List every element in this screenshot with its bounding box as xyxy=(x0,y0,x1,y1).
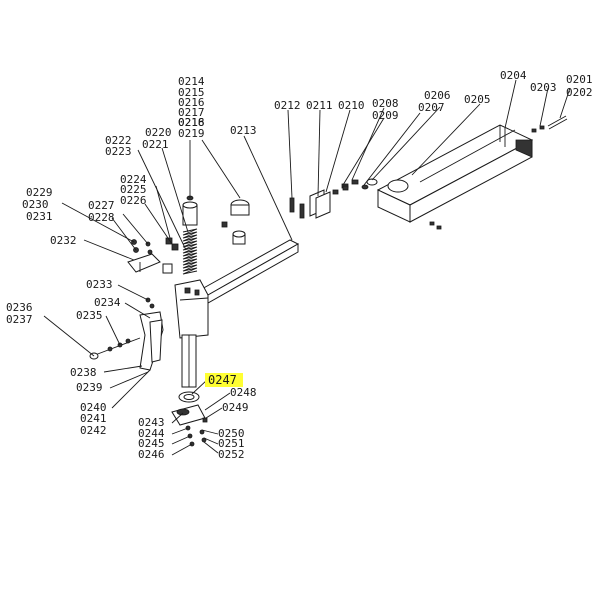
label-0217[interactable]: 0217 xyxy=(178,106,205,119)
label-0227[interactable]: 0227 xyxy=(88,199,115,212)
label-0234[interactable]: 0234 xyxy=(94,296,121,309)
leader-lines xyxy=(43,79,571,456)
label-0232[interactable]: 0232 xyxy=(50,234,77,247)
label-0231[interactable]: 0231 xyxy=(26,210,53,223)
label-0218[interactable]: 0218 xyxy=(178,116,205,129)
label-0202[interactable]: 0202 xyxy=(566,86,593,99)
label-0222[interactable]: 0222 xyxy=(105,134,132,147)
label-0236[interactable]: 0236 xyxy=(6,301,33,314)
label-0201[interactable]: 0201 xyxy=(566,73,593,86)
support-arm-0213 xyxy=(174,239,300,339)
label-0235[interactable]: 0235 xyxy=(76,309,103,322)
brackets-0210-0212 xyxy=(289,185,349,219)
label-0248[interactable]: 0248 xyxy=(230,386,257,399)
label-0229[interactable]: 0229 xyxy=(26,186,53,199)
label-0226[interactable]: 0226 xyxy=(120,194,147,207)
label-0213[interactable]: 0213 xyxy=(230,124,257,137)
label-0215[interactable]: 0215 xyxy=(178,86,205,99)
label-0233[interactable]: 0233 xyxy=(86,278,113,291)
label-0216a[interactable]: 0216 xyxy=(178,96,205,109)
label-0209[interactable]: 0209 xyxy=(372,109,399,122)
label-0251[interactable]: 0251 xyxy=(218,437,245,450)
label-0220[interactable]: 0220 xyxy=(145,126,172,139)
label-0247[interactable]: 0247 xyxy=(208,373,237,387)
base-parts-0243-0252 xyxy=(171,391,208,447)
label-0203[interactable]: 0203 xyxy=(530,81,557,94)
label-0205[interactable]: 0205 xyxy=(464,93,491,106)
label-0214[interactable]: 0214 xyxy=(178,75,205,88)
label-0221[interactable]: 0221 xyxy=(142,138,169,151)
bracket-parts-0222-0232 xyxy=(127,237,179,274)
label-0208[interactable]: 0208 xyxy=(372,97,399,110)
part-labels: 0204 0203 0201 0202 0206 0205 0207 0208 … xyxy=(6,69,593,461)
vertical-column xyxy=(181,334,197,388)
label-0239[interactable]: 0239 xyxy=(76,381,103,394)
label-0245[interactable]: 0245 xyxy=(138,437,165,450)
label-0216b[interactable]: 0216 xyxy=(178,116,205,129)
label-0210[interactable]: 0210 xyxy=(338,99,365,112)
label-0223[interactable]: 0223 xyxy=(105,145,132,158)
label-0249[interactable]: 0249 xyxy=(222,401,249,414)
label-0240[interactable]: 0240 xyxy=(80,401,107,414)
label-0244[interactable]: 0244 xyxy=(138,427,165,440)
label-0230[interactable]: 0230 xyxy=(22,198,49,211)
spring-0214-0219 xyxy=(182,195,250,275)
label-0238[interactable]: 0238 xyxy=(70,366,97,379)
label-0206[interactable]: 0206 xyxy=(424,89,451,102)
label-0243[interactable]: 0243 xyxy=(138,416,165,429)
label-0219[interactable]: 0219 xyxy=(178,127,205,140)
label-0237[interactable]: 0237 xyxy=(6,313,33,326)
label-0211[interactable]: 0211 xyxy=(306,99,333,112)
label-0228[interactable]: 0228 xyxy=(88,211,115,224)
label-0241[interactable]: 0241 xyxy=(80,412,107,425)
label-0252[interactable]: 0252 xyxy=(218,448,245,461)
label-0225[interactable]: 0225 xyxy=(120,183,147,196)
parts-drawing xyxy=(89,115,568,447)
highlight-0247 xyxy=(205,373,243,387)
screws-0201-0203 xyxy=(429,115,568,230)
label-0224[interactable]: 0224 xyxy=(120,173,147,186)
label-0242[interactable]: 0242 xyxy=(80,424,107,437)
label-0207[interactable]: 0207 xyxy=(418,101,445,114)
arm-housing-0204 xyxy=(376,124,534,223)
label-0246[interactable]: 0246 xyxy=(138,448,165,461)
label-0204[interactable]: 0204 xyxy=(500,69,527,82)
label-0212[interactable]: 0212 xyxy=(274,99,301,112)
label-0250[interactable]: 0250 xyxy=(218,427,245,440)
